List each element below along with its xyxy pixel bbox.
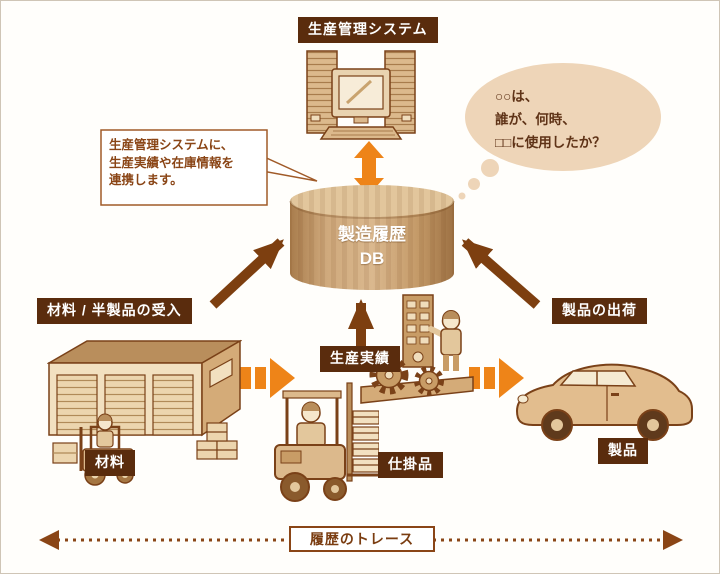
thought-bubble-icon (458, 63, 661, 200)
machine-gears-icon (360, 294, 474, 404)
flow-arrow-left-icon (240, 358, 295, 398)
stage-ship-badge: 製品の出荷 (552, 298, 647, 324)
stage-receive-badge: 材料 / 半製品の受入 (37, 298, 192, 324)
warehouse-icon (47, 339, 242, 486)
item-wip-badge: 仕掛品 (378, 452, 443, 478)
control-panel-buttons (406, 300, 430, 345)
db-input-arrows (209, 238, 541, 347)
stacked-boxes-icon (196, 422, 238, 460)
trace-label-box: 履歴のトレース (289, 526, 435, 552)
operator-icon (428, 310, 462, 371)
database-cylinder-icon (289, 185, 455, 290)
database-label: 製造履歴 DB (338, 225, 406, 268)
pallet-stack-icon (352, 410, 379, 473)
car-icon (515, 363, 693, 441)
item-material-badge: 材料 (85, 450, 135, 476)
gear-icon (369, 355, 444, 396)
flow-arrow-right-icon (469, 358, 524, 398)
server-computer-icon (306, 50, 416, 140)
ship-to-db-arrow (461, 238, 541, 309)
up-down-arrow-icon (354, 141, 384, 195)
callout-text: 生産管理システムに、 生産実績や在庫情報を 連携します。 (109, 138, 235, 187)
callout-box (100, 129, 318, 206)
forklift-icon (274, 382, 379, 502)
thought-bubble-text: ○○は、 誰が、何時、 □□に使用したか？ (495, 89, 606, 150)
receive-to-db-arrow (209, 238, 285, 309)
stage-production-badge: 生産実績 (320, 346, 400, 372)
item-product-badge: 製品 (598, 438, 648, 464)
system-title-badge: 生産管理システム (298, 17, 438, 43)
